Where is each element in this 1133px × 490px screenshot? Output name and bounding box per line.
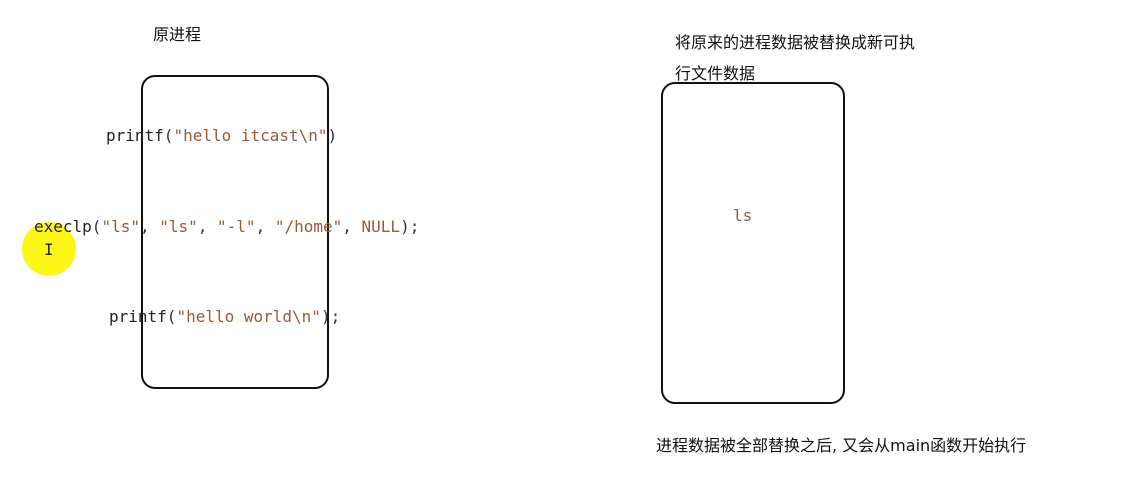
code-punct: ) [327, 126, 338, 145]
replacement-caption-line2: 行文件数据 [675, 64, 756, 83]
code-string: "hello itcast\n" [173, 126, 328, 145]
code-string: "ls" [101, 217, 140, 236]
code-punct: , [255, 217, 275, 236]
code-punct: , [197, 217, 218, 236]
code-function: execlp [34, 217, 92, 236]
replacement-caption-line1: 将原来的进程数据被替换成新可执 [675, 33, 916, 52]
original-process-box [141, 75, 329, 389]
new-executable-label: ls [733, 206, 753, 225]
text-cursor-icon: I [44, 240, 54, 259]
code-punct: , [139, 217, 160, 236]
code-line-execlp: execlp("ls", "ls", "-l", "/home", NULL); [34, 217, 419, 236]
code-line-printf-itcast: printf("hello itcast\n") [106, 126, 337, 145]
code-function: printf [106, 126, 164, 145]
code-string: "-l" [217, 217, 256, 236]
original-process-title: 原进程 [153, 25, 202, 44]
code-punct: ); [400, 217, 420, 236]
code-punct: ( [91, 217, 102, 236]
code-function: printf [109, 307, 167, 326]
code-punct: ); [320, 307, 341, 326]
bottom-note: 进程数据被全部替换之后, 又会从main函数开始执行 [656, 436, 1027, 455]
code-string: "hello world\n" [176, 307, 321, 326]
code-null: NULL [361, 217, 401, 236]
new-executable-box [661, 82, 845, 404]
mouse-cursor-highlight [22, 222, 76, 276]
code-line-printf-world: printf("hello world\n"); [109, 307, 340, 326]
code-punct: ( [163, 126, 174, 145]
code-punct: , [342, 217, 362, 236]
code-string: "ls" [159, 217, 198, 236]
code-string: "/home" [274, 217, 343, 236]
code-punct: ( [166, 307, 177, 326]
